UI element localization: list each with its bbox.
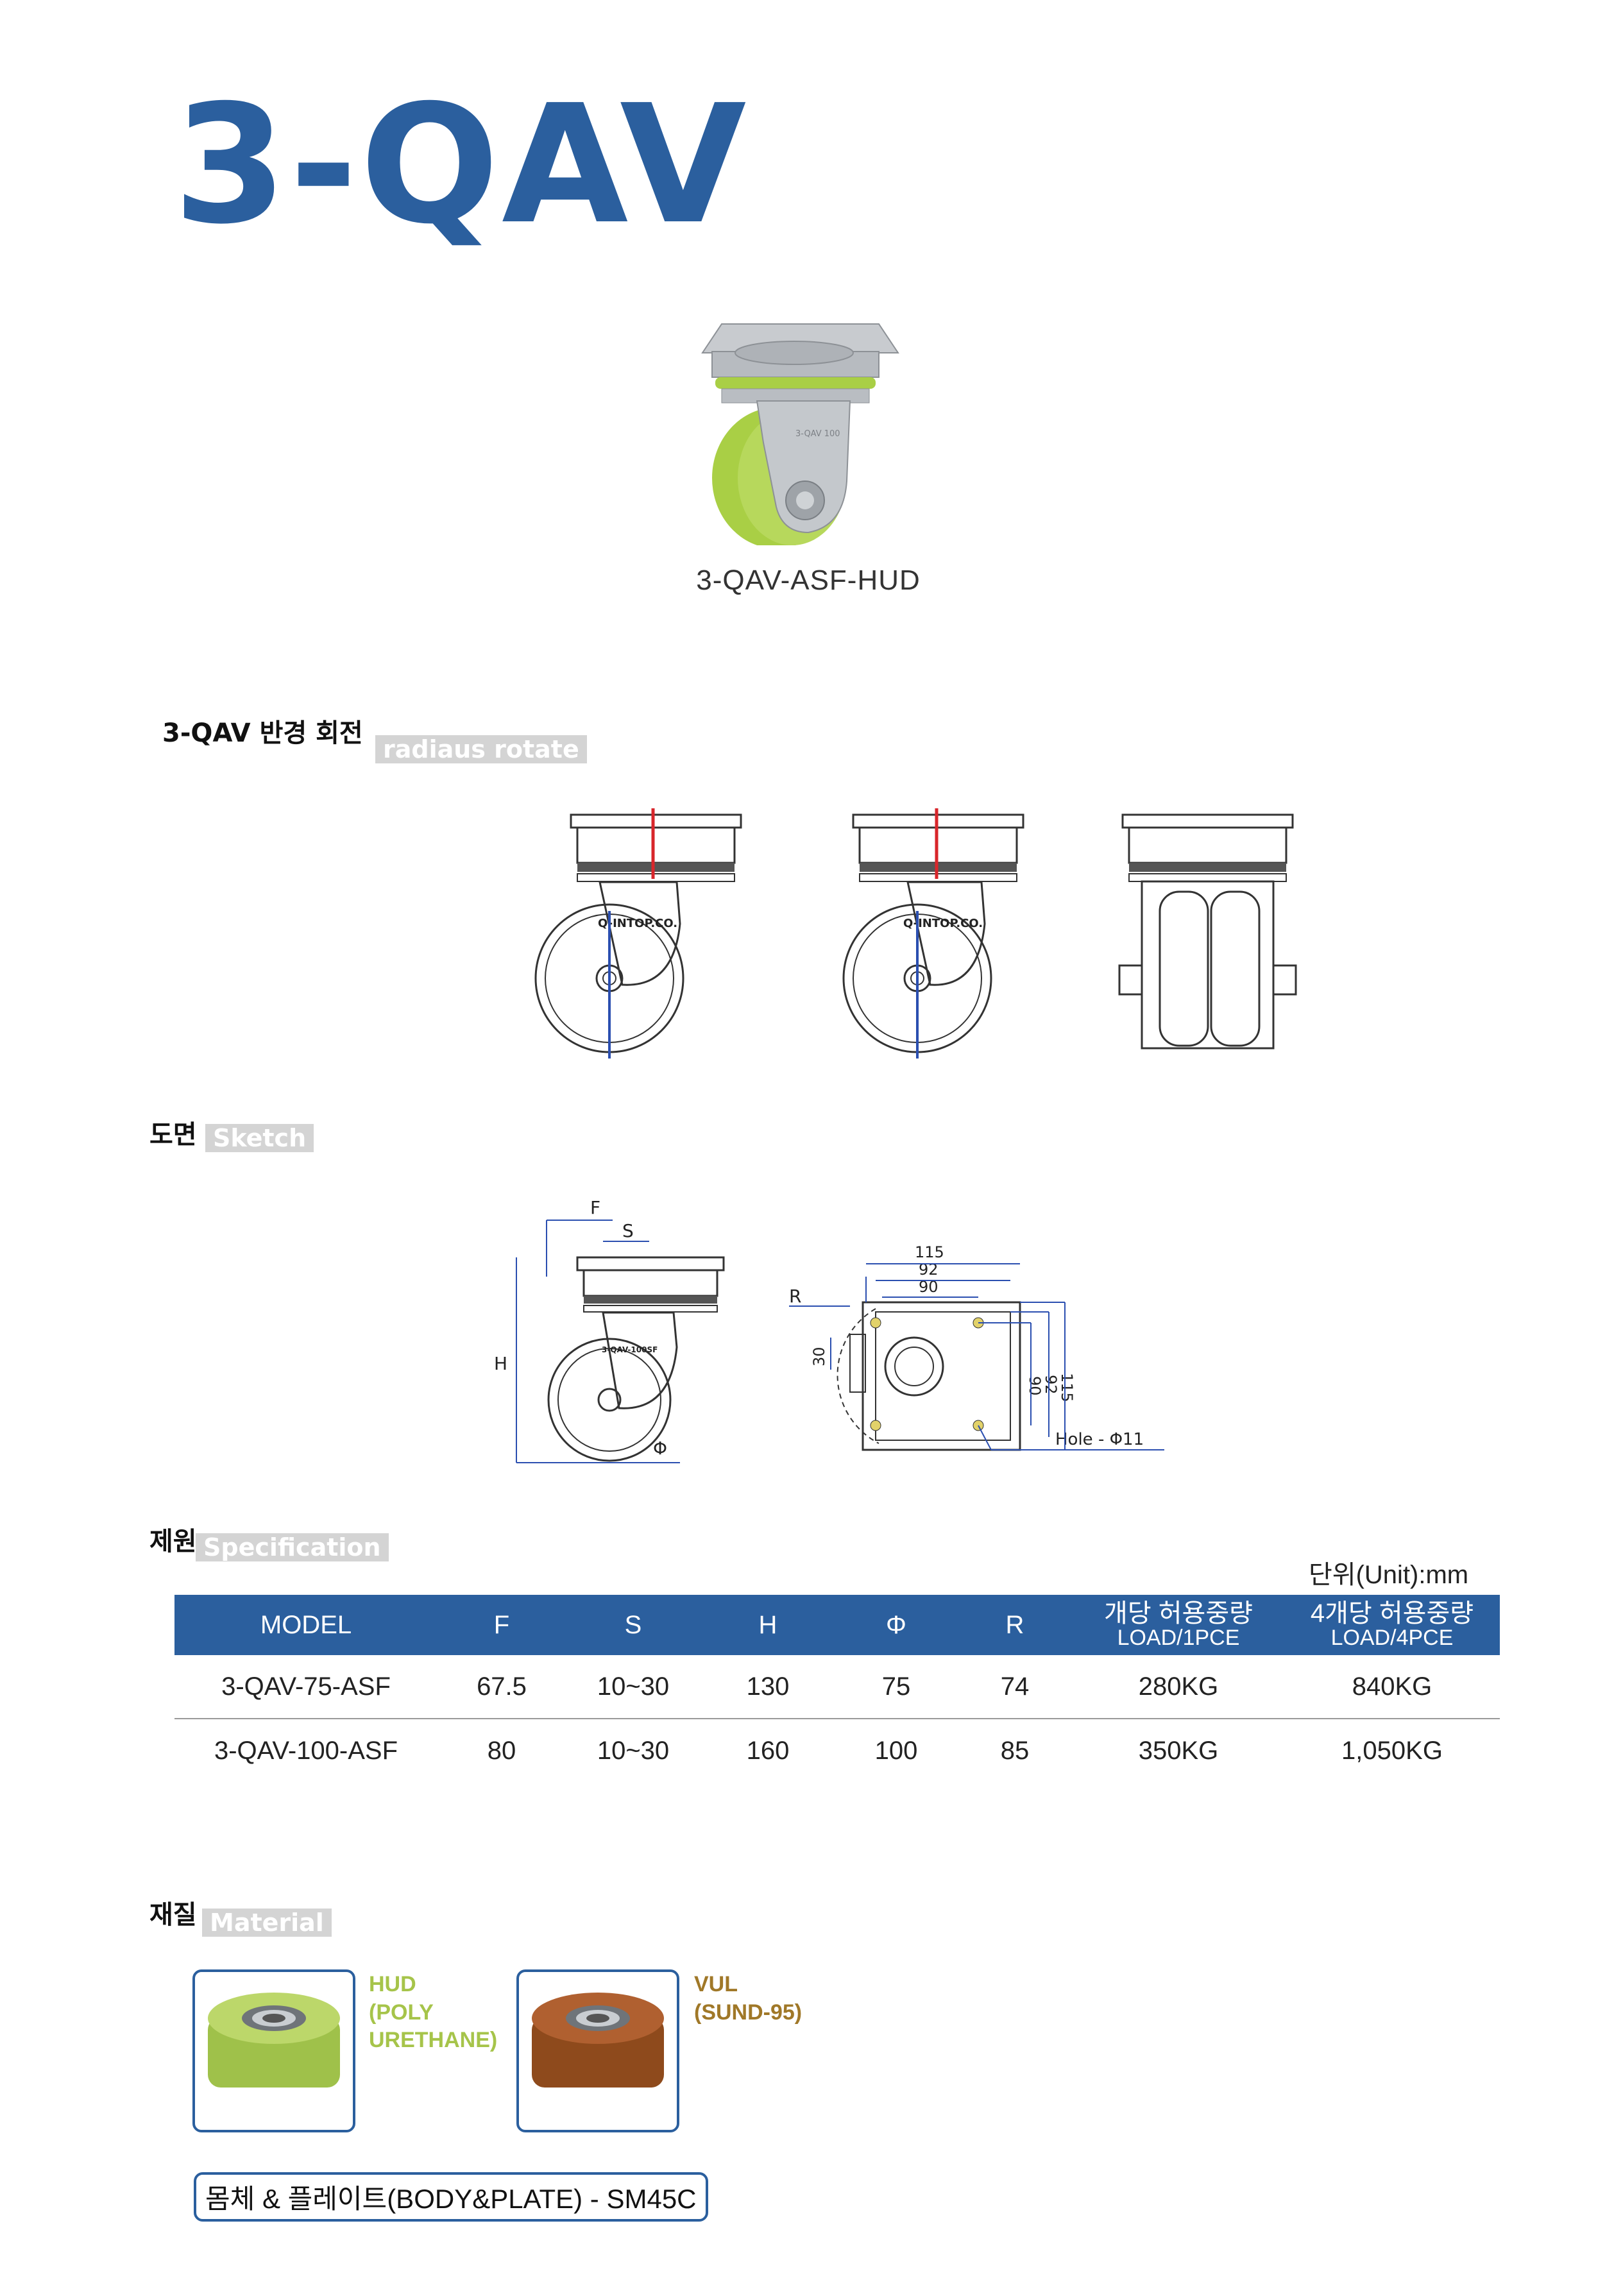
- cell-load-4pce: 840KG: [1284, 1655, 1500, 1719]
- section-spec-en: Specification: [196, 1533, 389, 1561]
- sketch-side-view: F S H Φ 3-QAV-100SF: [494, 1197, 725, 1463]
- product-caption: 3-QAV-ASF-HUD: [696, 565, 921, 596]
- product-imprint: 3-QAV 100: [795, 429, 840, 439]
- col-header-f: F: [437, 1595, 566, 1655]
- dim-label-r: R: [789, 1286, 801, 1307]
- cell-phi: 75: [835, 1655, 957, 1719]
- cell-h: 160: [746, 1736, 790, 1765]
- cell-r: 74: [957, 1655, 1073, 1719]
- table-row: 3-QAV-100-ASF 80 10~30 160 100 85 350KG …: [174, 1719, 1500, 1782]
- col-header-model: MODEL: [174, 1595, 437, 1655]
- col-header-h: H: [701, 1595, 835, 1655]
- cell-load-1pce: 350KG: [1138, 1736, 1219, 1765]
- dim-label-s: S: [622, 1220, 634, 1241]
- hole-label: Hole - Φ11: [1055, 1430, 1144, 1449]
- cell-s: 10~30: [566, 1655, 701, 1719]
- product-photo: 3-QAV 100: [701, 323, 899, 545]
- sketch-body-label: 3-QAV-100SF: [602, 1345, 658, 1354]
- material-hud-label: HUD (POLY URETHANE): [369, 1972, 498, 2053]
- material-vul-image: [516, 1969, 679, 2132]
- dim-label-f: F: [590, 1197, 600, 1218]
- rotate-brand-label: Q-INTOP.CO.: [903, 917, 983, 930]
- dim-label-30: 30: [810, 1347, 828, 1366]
- rotate-drawing-left: Q-INTOP.CO.: [534, 808, 742, 1059]
- dim-label-115: 115: [915, 1243, 944, 1261]
- dim-label-90-v: 90: [1026, 1376, 1044, 1396]
- cell-f: 67.5: [437, 1655, 566, 1719]
- section-material-en: Material: [202, 1909, 332, 1937]
- section-spec-ko: 제원: [149, 1527, 197, 1556]
- section-material-ko: 재질: [149, 1900, 197, 1930]
- rotate-brand-label: Q-INTOP.CO.: [598, 917, 677, 930]
- material-vul-label: VUL (SUND-95): [694, 1972, 803, 2025]
- cell-s: 10~30: [597, 1736, 670, 1765]
- dim-label-92-v: 92: [1042, 1375, 1060, 1395]
- material-hud-image: [192, 1969, 355, 2132]
- cell-h: 130: [701, 1655, 835, 1719]
- vul-wheel-icon: [532, 1993, 664, 2088]
- dim-label-115-v: 115: [1058, 1373, 1076, 1402]
- col-header-s: S: [566, 1595, 701, 1655]
- cell-model: 3-QAV-75-ASF: [174, 1655, 437, 1719]
- page-title: 3-QAV: [173, 70, 749, 260]
- dim-label-h: H: [494, 1353, 507, 1374]
- section-rotate-ko: 3-QAV 반경 회전: [162, 719, 363, 748]
- cell-f: 80: [487, 1736, 516, 1765]
- section-rotate-en: radiaus rotate: [375, 735, 587, 763]
- hud-wheel-icon: [208, 1993, 340, 2088]
- section-sketch-en: Sketch: [205, 1124, 314, 1152]
- body-plate-label: 몸체 & 플레이트(BODY&PLATE) - SM45C: [194, 2172, 708, 2222]
- col-header-phi: Φ: [835, 1595, 957, 1655]
- cell-r: 85: [1000, 1736, 1030, 1765]
- rotate-drawing-middle: Q-INTOP.CO.: [842, 808, 1024, 1059]
- cell-phi: 100: [874, 1736, 918, 1765]
- rotate-drawing-right: [1118, 813, 1297, 1050]
- section-sketch-ko: 도면: [149, 1120, 197, 1150]
- cell-load-4pce: 1,050KG: [1341, 1736, 1443, 1765]
- col-header-r: R: [957, 1595, 1073, 1655]
- cell-model: 3-QAV-100-ASF: [214, 1736, 398, 1765]
- sketch-top-view: 115 92 90 R Hole - Φ11 30 90 92 115: [789, 1243, 1164, 1451]
- unit-label: 단위(Unit):mm: [1309, 1561, 1469, 1589]
- table-row: 3-QAV-75-ASF 67.5 10~30 130 75 74 280KG …: [174, 1655, 1500, 1719]
- dim-label-phi: Φ: [653, 1438, 667, 1459]
- cell-load-1pce: 280KG: [1073, 1655, 1284, 1719]
